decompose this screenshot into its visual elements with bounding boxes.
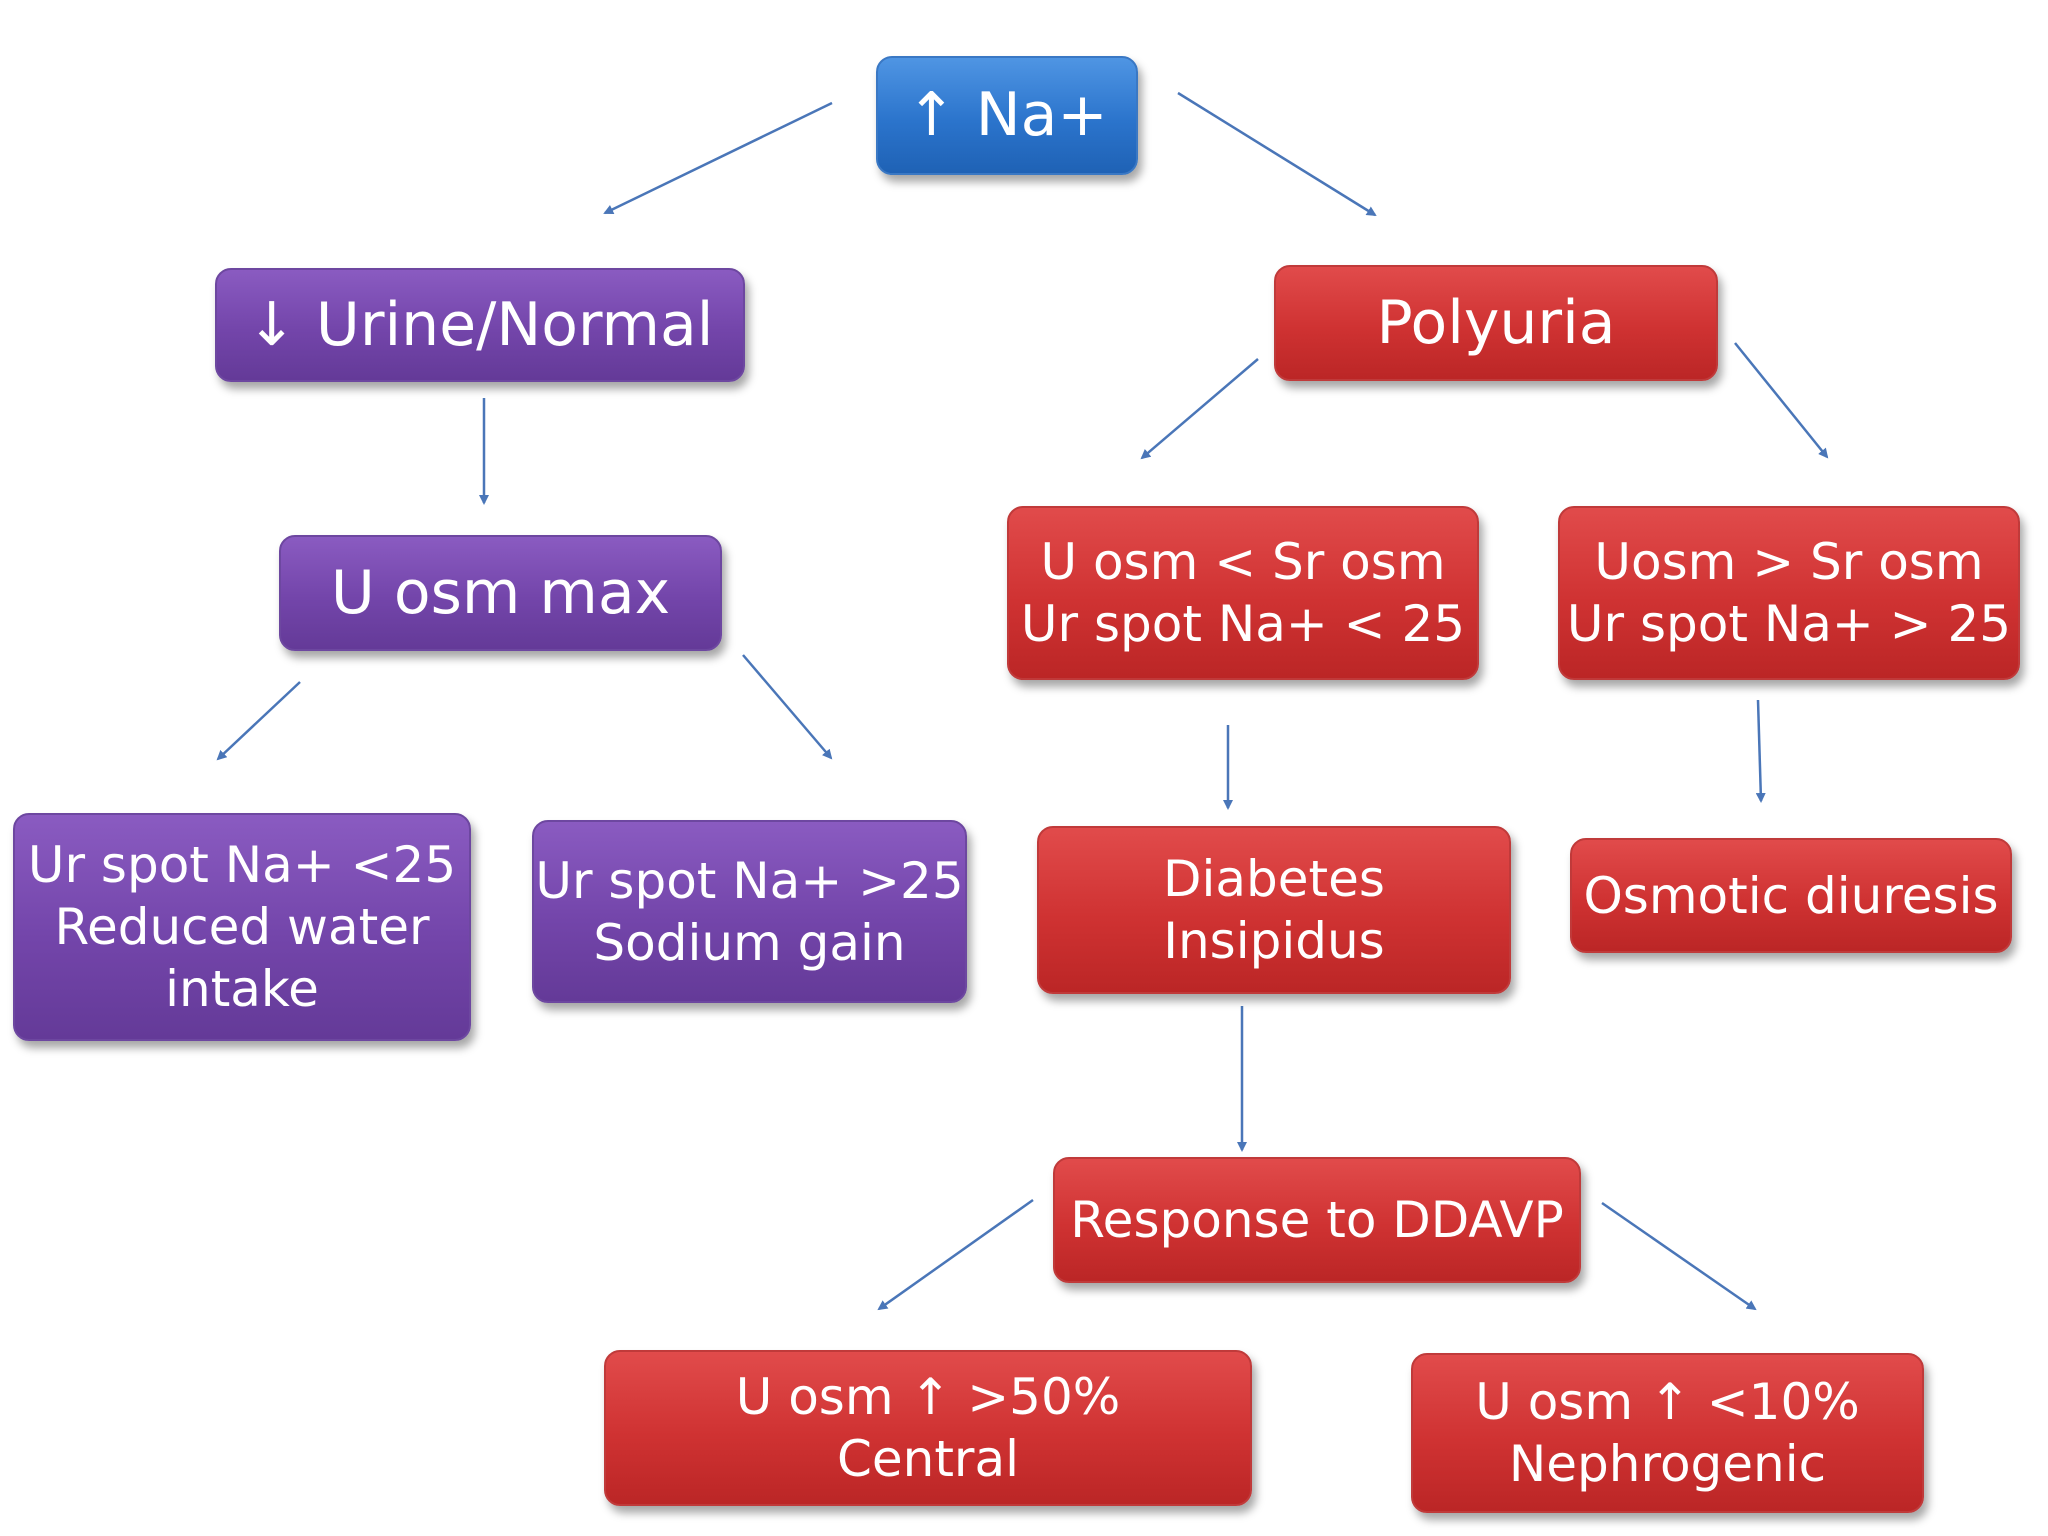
node-line: U osm ↑ <10% <box>1475 1373 1860 1431</box>
node-line: Sodium gain <box>593 913 906 972</box>
node-line: Uosm > Sr osm <box>1594 533 1984 591</box>
node-osmotic-diuresis: Osmotic diuresis <box>1570 838 2012 953</box>
node-nephrogenic: U osm ↑ <10% Nephrogenic <box>1411 1353 1924 1513</box>
node-line: Ur spot Na+ > 25 <box>1566 595 2012 653</box>
node-line: U osm max <box>330 557 671 628</box>
node-central: U osm ↑ >50% Central <box>604 1350 1252 1506</box>
node-line: Ur spot Na+ >25 <box>535 851 964 910</box>
node-line: Reduced water <box>54 898 430 956</box>
edge-polyuria-to-u-osm-high <box>1734 342 1829 459</box>
node-urine-normal: ↓ Urine/Normal <box>215 268 745 382</box>
node-line: Osmotic diuresis <box>1583 866 1999 925</box>
node-na-high: ↑ Na+ <box>876 56 1138 175</box>
node-sodium-gain: Ur spot Na+ >25 Sodium gain <box>532 820 967 1003</box>
node-line: intake <box>165 960 319 1018</box>
node-line: ↑ Na+ <box>906 80 1108 151</box>
node-reduced-intake: Ur spot Na+ <25 Reduced water intake <box>13 813 471 1041</box>
node-line: Nephrogenic <box>1508 1435 1827 1493</box>
node-polyuria: Polyuria <box>1274 265 1718 381</box>
node-line: Response to DDAVP <box>1070 1191 1564 1249</box>
edge-u-osm-max-to-reduced-intake <box>216 681 301 761</box>
edge-ddavp-to-central <box>877 1198 1034 1311</box>
edge-u-osm-high-to-osmotic-diuresis <box>1755 699 1766 803</box>
edge-ddavp-to-nephrogenic <box>1601 1201 1757 1311</box>
node-line: Ur spot Na+ < 25 <box>1020 595 1466 653</box>
edge-u-osm-max-to-sodium-gain <box>742 654 833 760</box>
edge-polyuria-to-u-osm-low <box>1140 358 1259 460</box>
node-line: Insipidus <box>1163 912 1385 970</box>
node-u-osm-high: Uosm > Sr osm Ur spot Na+ > 25 <box>1558 506 2020 680</box>
edge-na-to-polyuria <box>1177 91 1377 217</box>
node-line: U osm < Sr osm <box>1040 533 1446 591</box>
node-line: ↓ Urine/Normal <box>246 289 714 360</box>
node-diabetes-insipidus: Diabetes Insipidus <box>1037 826 1511 994</box>
node-ddavp: Response to DDAVP <box>1053 1157 1581 1283</box>
edge-na-to-urine-normal <box>603 101 833 215</box>
node-line: Central <box>836 1430 1020 1488</box>
node-u-osm-low: U osm < Sr osm Ur spot Na+ < 25 <box>1007 506 1479 680</box>
node-line: U osm ↑ >50% <box>735 1368 1121 1426</box>
node-line: Ur spot Na+ <25 <box>27 836 457 894</box>
node-u-osm-max: U osm max <box>279 535 722 651</box>
node-line: Polyuria <box>1376 287 1616 358</box>
node-line: Diabetes <box>1163 850 1385 908</box>
